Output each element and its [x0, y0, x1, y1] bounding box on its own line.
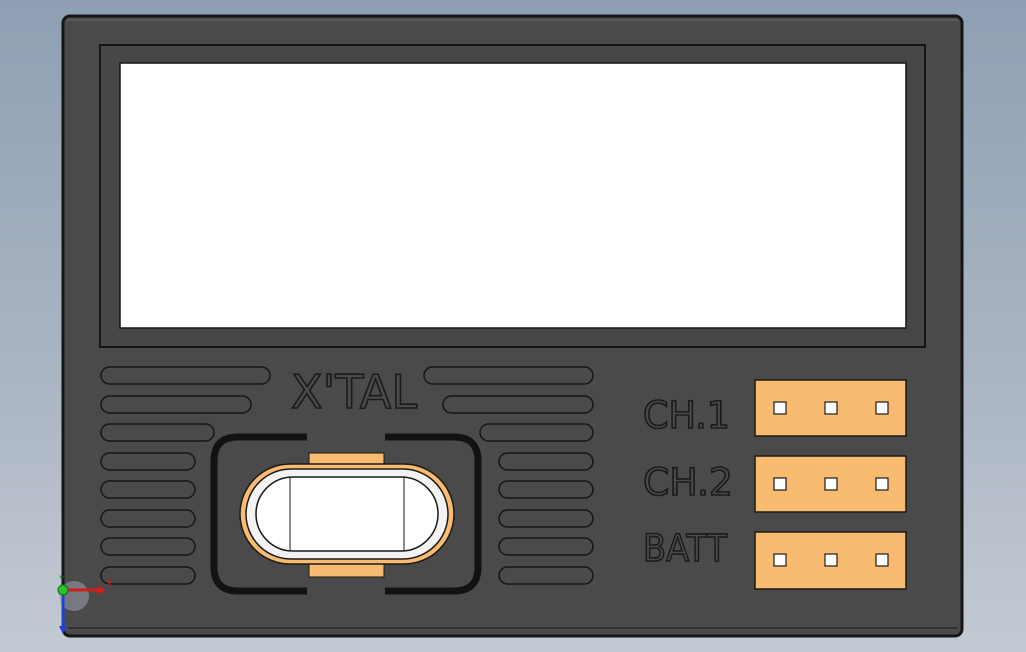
connector-pin[interactable] [773, 477, 787, 491]
vent-slot [100, 423, 215, 442]
vent-slot [100, 566, 196, 585]
vent-slot [498, 537, 594, 556]
connector-pin[interactable] [875, 477, 889, 491]
vent-slot [100, 537, 196, 556]
connector-pin[interactable] [773, 553, 787, 567]
vent-slots-left [100, 366, 271, 585]
triad-y-label: Y [58, 575, 65, 585]
crystal-clip-left [210, 433, 307, 595]
vent-slot [498, 509, 594, 528]
connector-pin[interactable] [875, 401, 889, 415]
connector-pin[interactable] [824, 477, 838, 491]
display-window [119, 62, 907, 329]
crystal-top [255, 476, 439, 552]
vent-slot [100, 395, 252, 414]
vent-slot [423, 366, 594, 385]
connector-pin[interactable] [875, 553, 889, 567]
vent-slot [498, 566, 594, 585]
vent-slot [498, 452, 594, 471]
batt-connector[interactable] [754, 531, 907, 590]
triad-z-arrow [59, 626, 67, 634]
crystal-label: X'TAL [291, 365, 417, 419]
connector-pin[interactable] [824, 553, 838, 567]
connector-pin[interactable] [773, 401, 787, 415]
vent-slot [100, 452, 196, 471]
ch1-label: CH.1 [643, 394, 730, 437]
vent-slots-right [423, 366, 594, 585]
batt-label: BATT [643, 527, 727, 570]
crystal-clip-right [385, 433, 482, 595]
crystal-socket[interactable] [210, 433, 482, 595]
connector-pin[interactable] [824, 401, 838, 415]
ch2-label: CH.2 [643, 461, 733, 504]
vent-slot [100, 509, 196, 528]
vent-slot [442, 395, 594, 414]
ch2-connector[interactable] [754, 455, 907, 513]
axis-triad-icon[interactable]: X Y [57, 575, 112, 634]
vent-slot [100, 480, 196, 499]
triad-x-arrow [98, 586, 106, 594]
triad-y-axis [57, 584, 69, 596]
vent-slot [100, 366, 271, 385]
vent-slot [479, 423, 594, 442]
ch1-connector[interactable] [754, 379, 907, 437]
triad-x-label: X [106, 579, 112, 589]
vent-slot [498, 480, 594, 499]
